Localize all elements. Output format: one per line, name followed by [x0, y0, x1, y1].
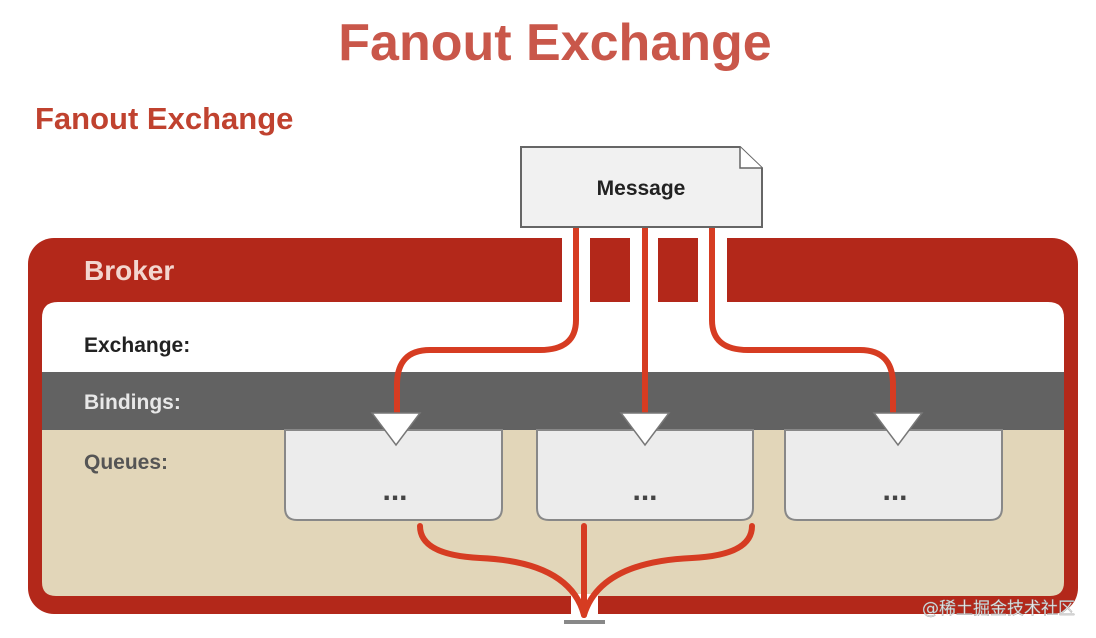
exchange-row: [42, 302, 1064, 372]
bindings-label: Bindings:: [84, 391, 181, 414]
queue-3: ...: [784, 429, 1003, 521]
route-line-left: [394, 225, 579, 418]
folded-corner-icon: [739, 147, 762, 169]
arrow-down-icon: [370, 412, 422, 447]
watermark: @稀土掘金技术社区: [922, 599, 1075, 619]
queues-label: Queues:: [84, 451, 168, 474]
queue-1: ...: [284, 429, 503, 521]
queue-label: ...: [382, 474, 407, 507]
broker-label: Broker: [84, 255, 174, 286]
page-title: Fanout Exchange: [338, 14, 771, 72]
message-label: Message: [597, 177, 686, 200]
consumer-line-left: [417, 523, 587, 618]
arrow-down-icon: [619, 412, 671, 447]
exchange-label: Exchange:: [84, 334, 190, 357]
route-line-right: [709, 225, 896, 418]
consumer-line-right: [581, 523, 755, 618]
message-box: Message: [520, 146, 763, 228]
arrow-down-icon: [872, 412, 924, 447]
queue-label: ...: [882, 474, 907, 507]
queue-2: ...: [536, 429, 754, 521]
section-subtitle: Fanout Exchange: [35, 101, 293, 136]
queue-label: ...: [632, 474, 657, 507]
